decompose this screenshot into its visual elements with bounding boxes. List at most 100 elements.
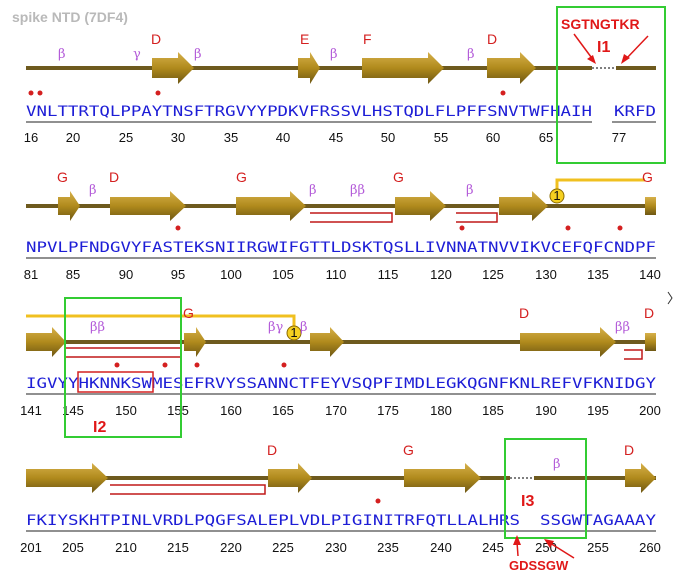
ss-letter: G (57, 169, 68, 185)
ss-letter: E (300, 31, 309, 47)
sequence-line: SSGWTAGAAAY (540, 513, 657, 529)
sequence-line: VNLTTRTQLPPAYTNSFTRGVYYPDKVFRSSVLHSTQDLF… (26, 104, 592, 120)
residue-number: 50 (381, 130, 395, 145)
residue-number: 200 (639, 403, 661, 418)
residue-number: 145 (62, 403, 84, 418)
residue-number: 260 (639, 540, 661, 555)
residue-number: 170 (325, 403, 347, 418)
greek-label: β (194, 47, 202, 62)
greek-label: β (330, 47, 338, 62)
ss-letter: D (487, 31, 497, 47)
ss-letter: F (363, 31, 372, 47)
diagram-title: spike NTD (7DF4) (12, 9, 128, 25)
beta-strand-arrow (404, 463, 481, 493)
residue-number: 235 (377, 540, 399, 555)
row-3: 1 G D D ββ βγ β ββ IGVYYHKNNKSWMESEFRVYS… (20, 297, 661, 438)
marker-dot (617, 225, 623, 231)
beta-strand-arrow (487, 52, 536, 84)
residue-number: 30 (171, 130, 185, 145)
sequence-line: KRFD (614, 104, 656, 120)
greek-label: β (300, 320, 308, 335)
residue-number: 125 (482, 267, 504, 282)
insertion-box-i2 (64, 297, 182, 438)
residue-number: 81 (24, 267, 38, 282)
marker-dot (162, 362, 168, 368)
residue-number: 240 (430, 540, 452, 555)
residue-number: 100 (220, 267, 242, 282)
i1-arrow-head (587, 55, 596, 64)
i3-arrow-head (544, 539, 554, 548)
residue-number: 190 (535, 403, 557, 418)
marker-dot (281, 362, 287, 368)
residue-number: 245 (482, 540, 504, 555)
i3-label: I3 (521, 493, 534, 510)
ss-letter: D (624, 442, 634, 458)
sequence-line: IGVYYHKNNKSWMESEFRVYSSANNCTFEYVSQPFIMDLE… (26, 376, 657, 392)
disulfide-marker (549, 188, 565, 204)
sequence-line: FKIYSKHTPINLVRDLPQGFSALEPLVDLPIGINITRFQT… (26, 513, 520, 529)
marker-dot (37, 90, 43, 96)
residue-number: 230 (325, 540, 347, 555)
marker-dot (175, 225, 181, 231)
greek-label: ββ (350, 183, 365, 198)
i1-arrow (624, 35, 649, 61)
i3-sequence-label: GDSSGW (509, 558, 569, 573)
i3-arrow (549, 542, 575, 559)
residue-number: 135 (587, 267, 609, 282)
residue-number: 220 (220, 540, 242, 555)
ss-letter: D (109, 169, 119, 185)
hairpin-bracket (310, 212, 393, 223)
residue-number: 250 (535, 540, 557, 555)
residue-number: 201 (20, 540, 42, 555)
beta-strand-start (645, 197, 656, 215)
ss-letter: G (183, 305, 194, 321)
greek-label: β (467, 47, 475, 62)
i1-sequence-label: SGTNGTKR (561, 16, 640, 32)
i1-arrow (573, 33, 595, 62)
residue-number: 60 (486, 130, 500, 145)
insertion-box-i3 (504, 438, 587, 539)
residue-number: 160 (220, 403, 242, 418)
beta-strand-arrow (625, 463, 656, 493)
marker-dot (375, 498, 381, 504)
residue-number: 20 (66, 130, 80, 145)
residue-number: 120 (430, 267, 452, 282)
disulfide-label: 1 (290, 325, 297, 340)
residue-number: 35 (224, 130, 238, 145)
beta-strand-arrow (26, 327, 66, 357)
marker-dot (114, 362, 120, 368)
residue-number: 105 (272, 267, 294, 282)
i2-label: I2 (93, 419, 106, 436)
ss-letter: G (393, 169, 404, 185)
beta-strand-arrow (298, 52, 320, 84)
residue-number: 185 (482, 403, 504, 418)
hairpin-bracket (66, 347, 182, 358)
greek-label: β (553, 457, 561, 472)
expand-chevron-icon (667, 291, 673, 305)
insertion-box-i1 (556, 6, 666, 164)
residue-number: 195 (587, 403, 609, 418)
residue-number: 165 (272, 403, 294, 418)
marker-dot (155, 90, 161, 96)
hairpin-bracket (456, 212, 498, 223)
beta-strand-arrow (520, 327, 616, 357)
residue-number: 16 (24, 130, 38, 145)
disulfide-marker (286, 325, 302, 341)
disulfide-bond (26, 314, 296, 333)
ss-letter: G (236, 169, 247, 185)
marker-dot (194, 362, 200, 368)
highlight-box-i2 (77, 371, 154, 393)
beta-strand-arrow (152, 52, 194, 84)
residue-number: 115 (378, 267, 399, 282)
residue-number: 110 (326, 267, 347, 282)
ss-letter: G (642, 169, 653, 185)
residue-number: 40 (276, 130, 290, 145)
residue-number: 155 (167, 403, 189, 418)
greek-label: βγ (268, 320, 284, 335)
ss-letter: D (151, 31, 161, 47)
ss-letter: D (267, 442, 277, 458)
marker-dot (500, 90, 506, 96)
residue-number: 215 (167, 540, 189, 555)
residue-number: 45 (329, 130, 343, 145)
residue-number: 95 (171, 267, 185, 282)
